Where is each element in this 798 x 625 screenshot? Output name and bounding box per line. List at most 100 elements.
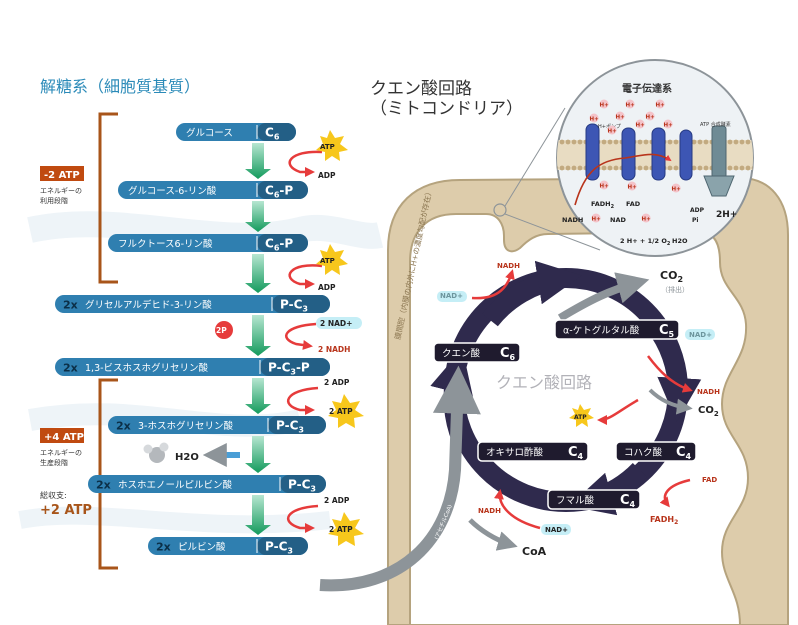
step-arrow — [245, 495, 271, 535]
step-arrow — [245, 254, 271, 293]
etc-adp-label: ADP — [690, 207, 705, 214]
step-formula-pill — [280, 475, 326, 493]
tca-node-formula: C5 — [659, 323, 675, 339]
hplus-ion — [615, 111, 625, 121]
step-name: グルコース — [186, 127, 233, 139]
net-label: 総収支: — [40, 490, 67, 500]
nadh-arrow-1 — [471, 269, 515, 300]
atp-consume-arrow-1 — [288, 150, 323, 177]
h2o-molecule-h1 — [143, 444, 153, 454]
step-multiplier: 2x — [63, 362, 78, 375]
phase2-badge-text: +4 ATP — [44, 432, 84, 443]
hplus-ion — [671, 183, 681, 193]
lipid-head — [739, 165, 745, 171]
step-name: ピルビン酸 — [178, 541, 226, 553]
two-atp-label-1: 2 ATP — [329, 407, 353, 416]
step-formula: P-C3-P — [268, 361, 310, 377]
complex-1 — [585, 123, 600, 181]
tca-node-box — [615, 441, 697, 462]
step-name: フルクトース6-リン酸 — [118, 238, 213, 250]
step-formula: P-C3 — [276, 419, 304, 435]
phase1-badge-text: -2 ATP — [44, 170, 80, 181]
lipid-head — [667, 165, 673, 171]
h2o-molecule-o — [149, 447, 165, 463]
co2-note: （排出） — [661, 285, 689, 294]
lipid-head — [745, 139, 751, 145]
step-formula-pill — [257, 123, 296, 141]
hplus-label: H+ — [626, 103, 636, 109]
lipid-head — [733, 139, 739, 145]
nadh-arrow-3 — [494, 489, 541, 530]
coa-label: CoA — [522, 545, 547, 558]
tca-node-formula: C6 — [500, 346, 516, 362]
h2o-label: H2O — [175, 452, 199, 463]
glycolysis-step: グルコース C6 — [176, 123, 296, 142]
tca-title: クエン酸回路 — [370, 79, 472, 99]
nad-pill-2 — [685, 329, 715, 340]
phase1-badge — [40, 166, 84, 181]
lipid-head — [667, 139, 673, 145]
tca-node-name: フマル酸 — [556, 495, 595, 507]
lipid-head — [571, 139, 577, 145]
atp-label-1: ATP — [320, 143, 335, 151]
tca-node-formula: C4 — [620, 493, 636, 509]
tca-node-name: α-ケトグルタル酸 — [563, 325, 640, 337]
hplus-label: H+ — [590, 117, 600, 123]
lipid-head — [637, 165, 643, 171]
etc-title: 電子伝達系 — [622, 82, 672, 95]
phase2-bracket — [98, 378, 118, 570]
lipid-head — [733, 165, 739, 171]
tca-node-box — [433, 342, 521, 363]
tca-node-formula: C4 — [568, 445, 584, 461]
zoom-source-marker — [493, 203, 507, 217]
step-formula: C6 — [265, 126, 280, 142]
step-multiplier: 2x — [96, 479, 111, 492]
step-formula: C6-P — [265, 237, 293, 253]
nadh-label-2: NADH — [697, 388, 720, 396]
phase2-desc-1: エネルギーの — [40, 449, 82, 457]
step-formula-pill — [257, 181, 308, 199]
etc-pi-label: Pi — [692, 217, 698, 224]
step-multiplier: 2x — [63, 299, 78, 312]
tca-node-fumarate: フマル酸 C4 — [547, 489, 641, 510]
step-arrow — [245, 378, 271, 414]
fad-label: FAD — [702, 476, 717, 484]
lipid-head — [565, 165, 571, 171]
lipid-head — [565, 139, 571, 145]
glycolysis-title: 解糖系（細胞質基質） — [40, 77, 200, 96]
etc-water-equation: 2 H+ + 1/2 O2 — [620, 237, 671, 247]
hplus-ion — [655, 99, 665, 109]
step-formula-pill — [257, 537, 308, 555]
lipid-head — [703, 165, 709, 171]
atp-produce-arrow-1 — [287, 386, 319, 415]
etc-electron-path — [574, 153, 672, 206]
step-formula-pill — [257, 234, 308, 252]
lipid-head — [697, 139, 703, 145]
step-pill — [88, 475, 326, 493]
hplus-ion — [627, 181, 637, 191]
step-formula-pill — [260, 358, 330, 376]
atp-star-3 — [328, 394, 364, 428]
step-name: ホスホエノールピルビン酸 — [118, 479, 233, 491]
nad-pill-gly — [316, 317, 362, 329]
step-pill — [108, 234, 308, 252]
step-arrow — [245, 201, 271, 232]
hplus-label: H+ — [642, 217, 652, 223]
tca-node-akg: α-ケトグルタル酸 C5 — [554, 319, 680, 340]
lipid-head — [613, 139, 619, 145]
etc-nad-label: NAD — [610, 216, 626, 224]
cycle-center-label: クエン酸回路 — [496, 373, 592, 392]
tca-node-name: オキサロ酢酸 — [486, 447, 544, 459]
co2-label-2: CO2 — [698, 405, 719, 418]
hplus-label: H+ — [608, 129, 618, 135]
hplus-label: H+ — [656, 103, 666, 109]
two-nad-label: 2 NAD+ — [320, 319, 352, 328]
nadh-label-3: NADH — [478, 507, 501, 515]
atp-star-tca — [569, 404, 594, 427]
two-atp-label-2: 2 ATP — [329, 525, 353, 534]
step-name: グルコース-6-リン酸 — [128, 185, 217, 197]
